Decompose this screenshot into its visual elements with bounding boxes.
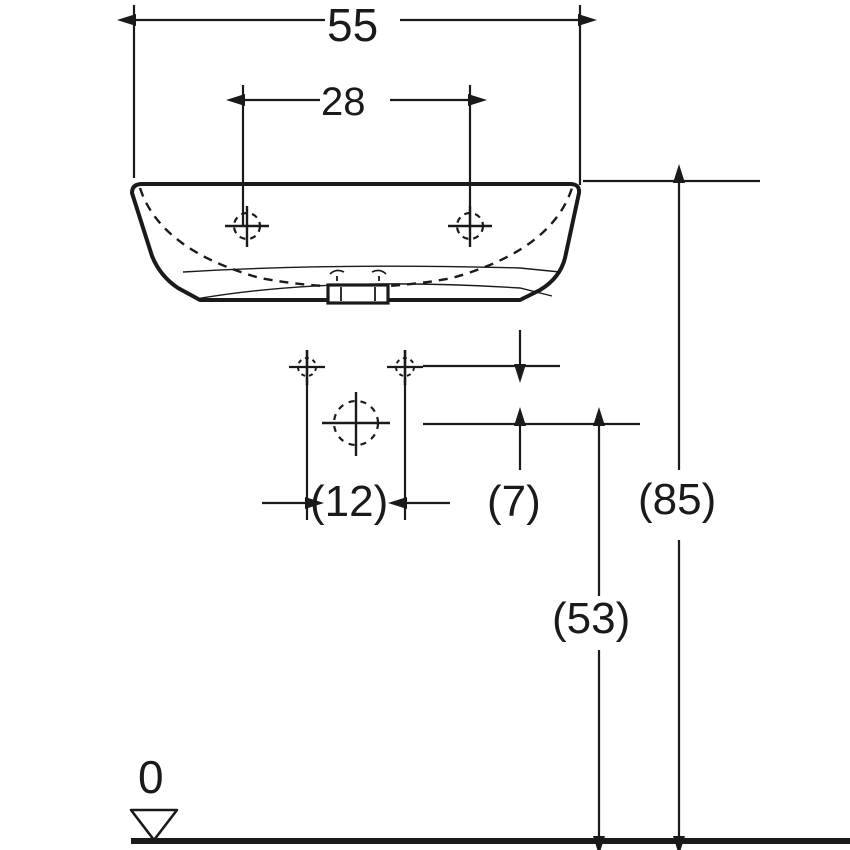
dimension-label-55: 55 bbox=[327, 0, 379, 51]
dimension-width-overall bbox=[117, 5, 597, 185]
dimension-label-53: (53) bbox=[552, 594, 631, 643]
dimension-label-7: (7) bbox=[487, 477, 541, 526]
waste-outlet-mark bbox=[322, 392, 390, 456]
washbasin-outline bbox=[130, 182, 582, 302]
overflow-slot bbox=[326, 283, 390, 305]
dimension-offset-12 bbox=[262, 385, 450, 520]
dimension-height-85 bbox=[583, 164, 760, 850]
tap-hole-left bbox=[225, 206, 269, 247]
datum-triangle-icon bbox=[129, 808, 179, 842]
dimension-offset-7 bbox=[423, 330, 640, 470]
dimension-label-28: 28 bbox=[321, 80, 366, 124]
plan-mark-right bbox=[387, 350, 423, 385]
datum-label-zero: 0 bbox=[138, 751, 164, 803]
dimension-tap-hole-span bbox=[226, 85, 487, 226]
dimension-label-12: (12) bbox=[310, 477, 389, 526]
dimension-label-85: (85) bbox=[638, 475, 717, 524]
plan-mark-left bbox=[289, 350, 325, 385]
